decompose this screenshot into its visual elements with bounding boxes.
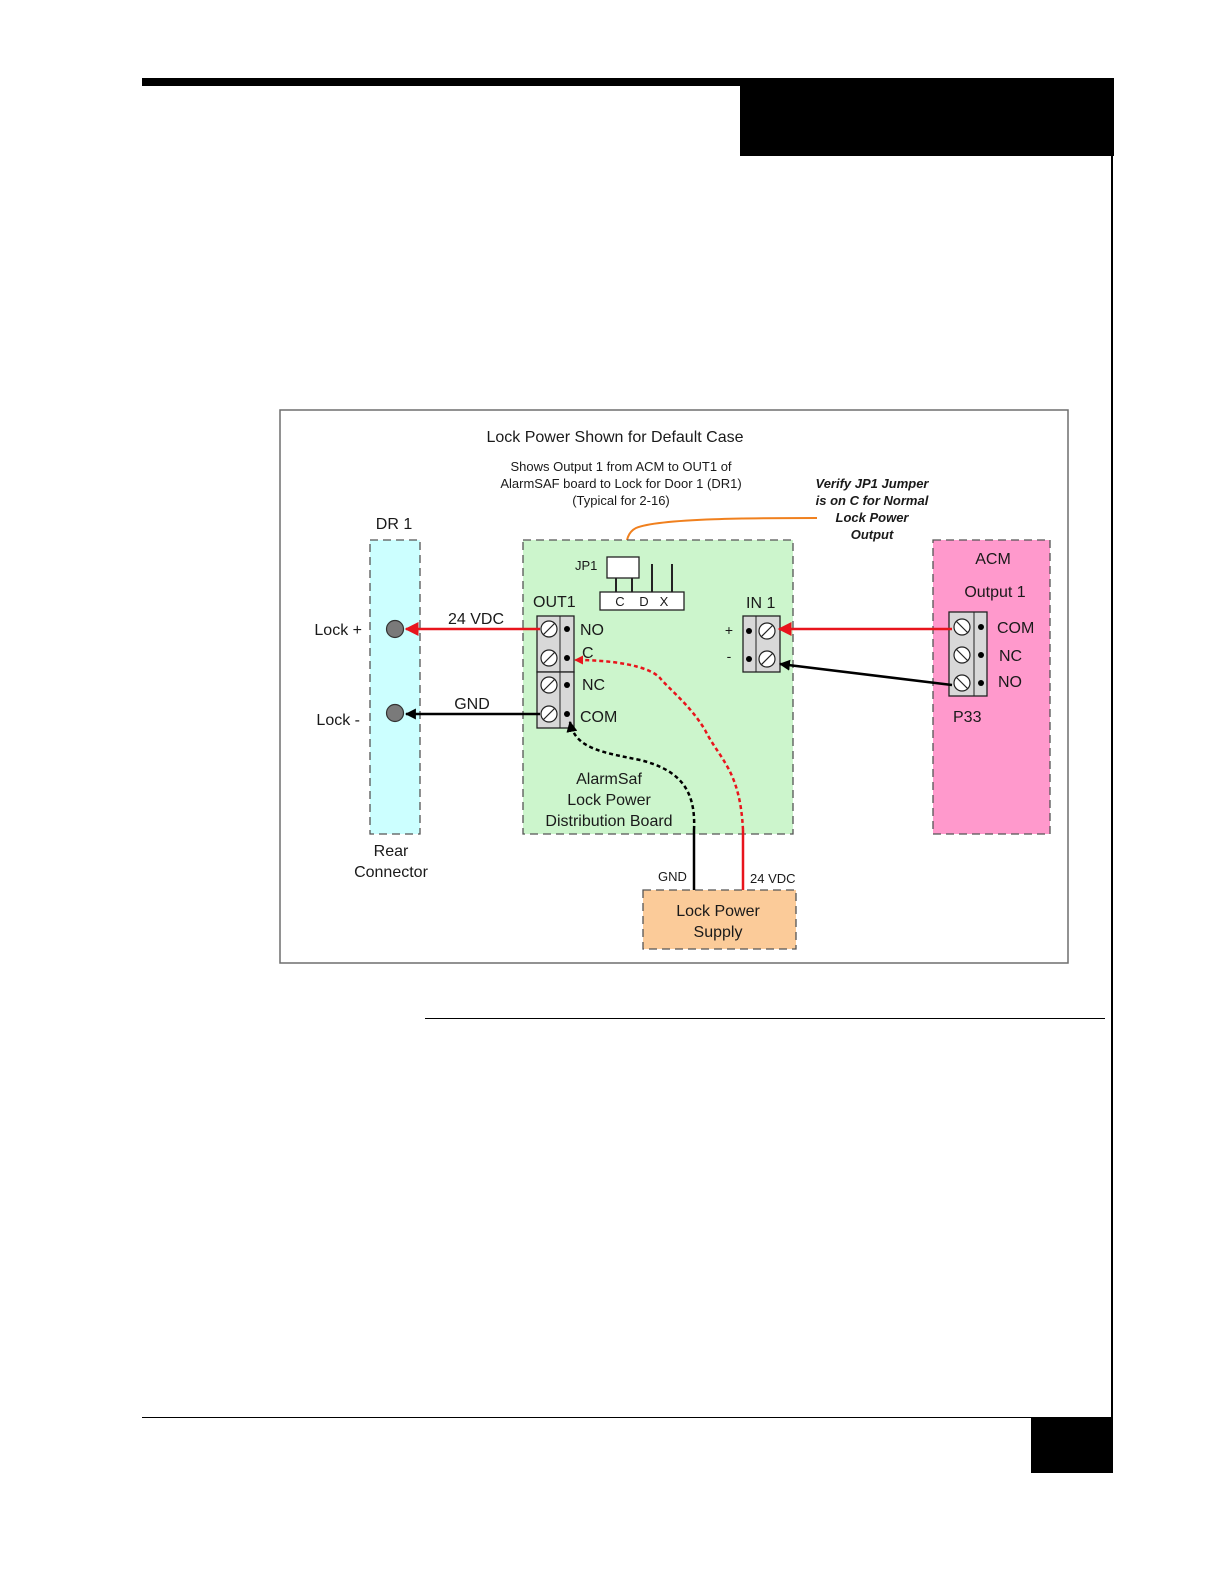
supply-label-line1: Lock Power [676, 903, 760, 920]
p33-screw-com [953, 618, 971, 636]
out1-screw-com [540, 705, 558, 723]
section-divider [425, 1018, 1105, 1019]
p33-screw-nc [953, 646, 971, 664]
jp1-jumper-cap [606, 556, 640, 579]
jp1-header [599, 591, 685, 611]
rear-connector-label-line1: Rear [374, 843, 409, 860]
wire-supply-gnd-to-out1-com [566, 720, 696, 831]
wire-acm-no-to-in1-minus [778, 659, 953, 687]
supply-gnd-label: GND [658, 869, 687, 884]
acm-com-label: COM [997, 620, 1034, 637]
header-tab [740, 78, 1114, 156]
acm-no-label: NO [998, 674, 1022, 691]
board-name-line3: Distribution Board [545, 813, 672, 830]
out1-no-label: NO [580, 622, 604, 639]
lock-minus-terminal [385, 703, 405, 723]
dr1-connector [369, 539, 421, 835]
dr1-title: DR 1 [376, 516, 413, 533]
acm-nc-label: NC [999, 648, 1022, 665]
diagram-subtitle-line1: Shows Output 1 from ACM to OUT1 of [510, 459, 731, 474]
header-rule [142, 78, 1114, 86]
supply-label-line2: Supply [694, 924, 743, 941]
supply-24vdc-label: 24 VDC [750, 871, 796, 886]
p33-dot-no [978, 680, 984, 686]
jumper-note-arrow [620, 517, 818, 553]
in1-screw-minus [758, 650, 776, 668]
lock-minus-label: Lock - [316, 712, 360, 729]
lock-plus-terminal [385, 619, 405, 639]
diagram-title: Lock Power Shown for Default Case [486, 429, 743, 446]
lock-plus-label: Lock + [314, 622, 362, 639]
wire-supply-24vdc-to-out1-c [574, 655, 745, 831]
p33-dot-com [978, 624, 984, 630]
diagram-subtitle-line2: AlarmSAF board to Lock for Door 1 (DR1) [500, 476, 741, 491]
out1-screw-no [540, 620, 558, 638]
jumper-note-line2: is on C for Normal [816, 493, 929, 508]
out1-nc-label: NC [582, 677, 605, 694]
p33-label: P33 [953, 709, 982, 726]
rear-connector-label-line2: Connector [354, 864, 428, 881]
in1-label: IN 1 [746, 595, 775, 612]
right-margin-rule [1111, 156, 1113, 1418]
jp1-label: JP1 [575, 558, 597, 573]
jumper-note-line1: Verify JP1 Jumper [816, 476, 930, 491]
jumper-note-line3: Lock Power [836, 510, 910, 525]
diagram-subtitle-line3: (Typical for 2-16) [572, 493, 670, 508]
jp1-pin-c-label: C [615, 594, 624, 609]
jp1-pin-x-label: X [660, 594, 669, 609]
p33-dot-nc [978, 652, 984, 658]
wire-lock-plus-label: 24 VDC [448, 611, 504, 628]
acm-subtitle: Output 1 [964, 584, 1025, 601]
in1-screw-plus [758, 622, 776, 640]
jp1-pin-d-label: D [639, 594, 648, 609]
p33-screw-no [953, 674, 971, 692]
board-name-line2: Lock Power [567, 792, 651, 809]
acm-title: ACM [975, 551, 1011, 568]
wire-lock-minus-label: GND [454, 696, 490, 713]
in1-minus-label: - [727, 648, 732, 664]
footer-rule [142, 1417, 1032, 1418]
lock-power-supply [642, 889, 797, 950]
out1-dot-nc [564, 682, 570, 688]
out1-com-label: COM [580, 709, 617, 726]
out1-screw-c [540, 649, 558, 667]
out1-c-label: C [582, 645, 594, 662]
in1-plus-label: + [725, 622, 733, 638]
out1-dot-com [564, 711, 570, 717]
out1-dot-no [564, 626, 570, 632]
jumper-note: Verify JP1 Jumper is on C for Normal Loc… [816, 476, 930, 542]
out1-label: OUT1 [533, 594, 576, 611]
board-name-line1: AlarmSaf [576, 771, 642, 788]
in1-dot-plus [746, 628, 752, 634]
jumper-note-line4: Output [851, 527, 894, 542]
in1-dot-minus [746, 656, 752, 662]
out1-dot-c [564, 655, 570, 661]
footer-tab [1031, 1417, 1113, 1473]
out1-screw-nc [540, 676, 558, 694]
